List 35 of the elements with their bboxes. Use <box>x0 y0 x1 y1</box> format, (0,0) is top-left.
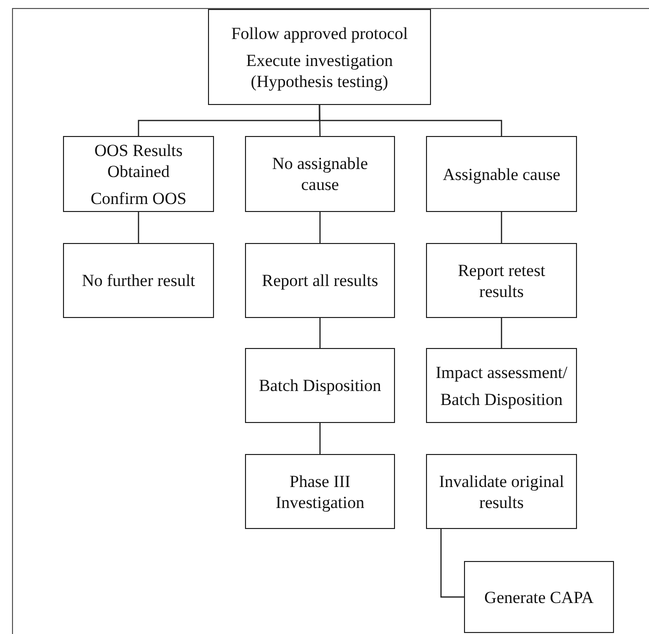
process-box <box>426 348 577 423</box>
connector-line <box>440 529 464 598</box>
box-text: Report retest results <box>456 260 546 302</box>
process-box <box>245 348 395 423</box>
process-box <box>245 454 395 529</box>
box-text: Report all results <box>262 270 378 291</box>
process-box <box>63 136 214 212</box>
connector-line <box>319 318 321 348</box>
process-box <box>464 561 614 633</box>
box-text: Batch Disposition <box>440 388 563 410</box>
box-text: OOS Results Obtained <box>93 140 184 182</box>
connector-line <box>318 105 502 136</box>
box-text: Confirm OOS <box>90 188 186 208</box>
process-box <box>63 243 214 318</box>
connector-line <box>319 212 321 243</box>
process-box <box>426 454 577 529</box>
box-text: Batch Disposition <box>258 375 382 396</box>
box-text: Phase III Investigation <box>274 470 366 512</box>
box-text: Impact assessment/ <box>436 362 568 382</box>
connector-line <box>319 423 321 454</box>
box-text: Invalidate original results <box>438 470 566 512</box>
box-text: Execute investigation (Hypothesis testing) <box>245 50 394 92</box>
process-box <box>245 243 395 318</box>
connector-line <box>138 212 140 243</box>
box-text: No further result <box>82 270 196 291</box>
process-box <box>245 136 395 212</box>
connector-line <box>500 212 502 243</box>
process-box <box>426 136 577 212</box>
box-text: Generate CAPA <box>484 586 594 608</box>
box-text: Assignable cause <box>442 164 560 184</box>
connector-line <box>500 318 502 348</box>
process-box <box>426 243 577 318</box>
box-text: Follow approved protocol <box>231 22 408 44</box>
box-text: No assignable cause <box>271 153 369 195</box>
process-box <box>208 9 431 105</box>
